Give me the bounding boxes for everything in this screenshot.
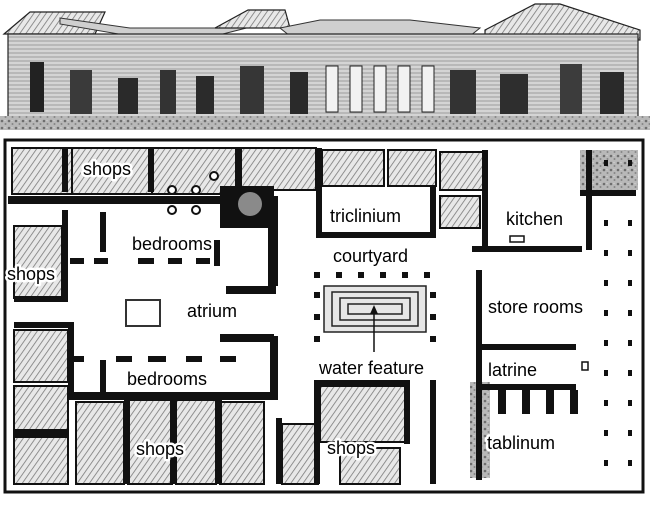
room-labels: shops shops bedrooms atrium bedrooms sho… [5, 157, 586, 462]
label-shops-bottom-left: shops [136, 439, 184, 459]
bedroom-partitions [70, 258, 236, 362]
label-bedrooms-upper: bedrooms [132, 234, 212, 254]
courtyard-columns [314, 272, 436, 342]
kitchen-hearth [509, 235, 525, 243]
label-shops-top: shops [83, 159, 131, 179]
round-room [228, 186, 274, 226]
elevation-view [0, 0, 650, 130]
ground [0, 116, 650, 130]
opening [196, 76, 214, 114]
floor-plan [3, 138, 645, 494]
atrium-basin [125, 299, 161, 327]
label-kitchen: kitchen [506, 209, 563, 229]
label-shops-bottom-mid: shops [327, 438, 375, 458]
label-store-rooms: store rooms [488, 297, 583, 317]
right-colonnade [604, 160, 632, 466]
store-room-marker [581, 361, 589, 371]
opening [450, 70, 476, 114]
label-tablinum: tablinum [487, 433, 555, 453]
shop-columns [167, 171, 219, 215]
opening [600, 72, 624, 114]
colonnade [325, 65, 435, 113]
label-courtyard: courtyard [333, 246, 408, 266]
hatched-rooms [11, 147, 485, 485]
tablinum-pillars [498, 390, 578, 414]
roof-left-gable [214, 9, 291, 29]
label-bedrooms-lower: bedrooms [127, 369, 207, 389]
label-atrium: atrium [187, 301, 237, 321]
opening [560, 64, 582, 114]
opening [30, 62, 44, 112]
opening [118, 78, 138, 114]
opening [70, 70, 92, 114]
facade-wall [7, 33, 639, 119]
opening [160, 70, 176, 114]
opening [240, 66, 264, 114]
label-water-feature: water feature [318, 358, 424, 378]
label-shops-left: shops [7, 264, 55, 284]
label-latrine: latrine [488, 360, 537, 380]
label-triclinium: triclinium [330, 206, 401, 226]
opening [290, 72, 308, 114]
water-feature-arrowhead [370, 305, 378, 314]
opening [500, 74, 528, 114]
